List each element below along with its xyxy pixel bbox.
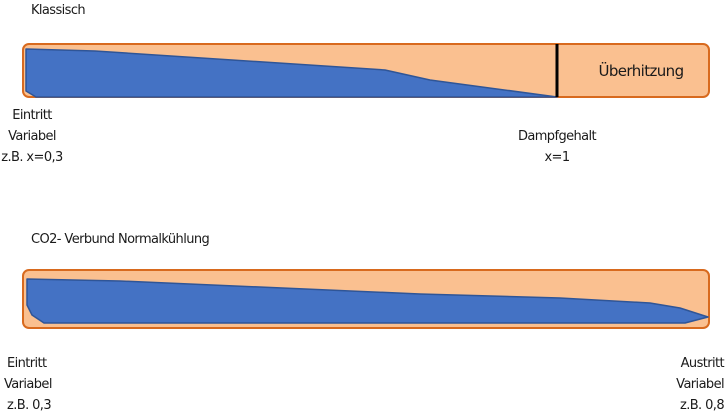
co2-outlet-line-1: Austritt xyxy=(680,356,725,371)
co2-inlet-line-3: z.B. 0,3 xyxy=(7,398,52,413)
superheat-label: Überhitzung xyxy=(599,61,684,80)
co2-inlet-label: Eintritt Variabel z.B. 0,3 xyxy=(4,353,52,416)
co2-outlet-label: Austritt Variabel z.B. 0,8 xyxy=(676,353,724,416)
classic-inlet-line-3: z.B. x=0,3 xyxy=(1,150,63,165)
vapor-quality-line-2: x=1 xyxy=(544,150,570,165)
co2-inlet-line-2: Variabel xyxy=(4,377,52,392)
co2-liquid-area xyxy=(26,278,709,324)
classic-liquid-area xyxy=(25,48,558,98)
co2-outlet-line-2: Variabel xyxy=(676,377,724,392)
classic-title: Klassisch xyxy=(31,3,86,18)
classic-inlet-line-1: Eintritt xyxy=(12,108,52,123)
classic-inlet-line-2: Variabel xyxy=(8,129,56,144)
vapor-quality-label: Dampfgehalt x=1 xyxy=(505,126,609,168)
co2-inlet-line-1: Eintritt xyxy=(7,356,47,371)
classic-inlet-label: Eintritt Variabel z.B. x=0,3 xyxy=(0,105,64,168)
vapor-quality-line-1: Dampfgehalt xyxy=(517,129,597,144)
co2-outlet-line-3: z.B. 0,8 xyxy=(679,398,725,413)
co2-title: CO2- Verbund Normalkühlung xyxy=(31,232,210,247)
